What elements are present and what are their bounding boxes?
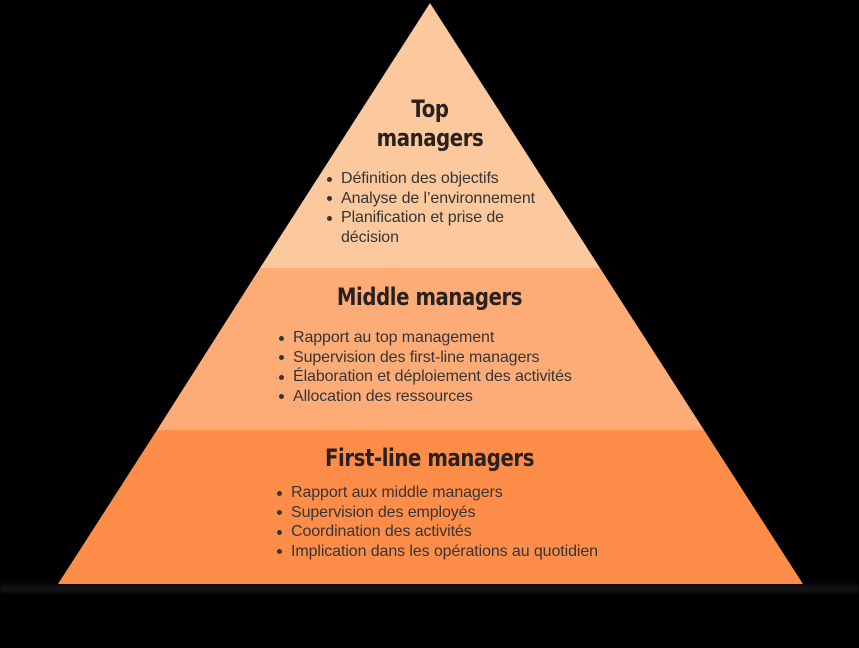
top-managers-bullet-list: Définition des objectifs Analyse de l’en…: [324, 169, 549, 247]
bullet-item: Élaboration et déploiement des activités: [276, 367, 616, 387]
first-line-managers-bullet-list: Rapport aux middle managers Supervision …: [274, 483, 629, 561]
bullet-item: Planification et prise de décision: [324, 208, 549, 247]
bullet-item: Supervision des first-line managers: [276, 348, 616, 368]
bullet-item: Définition des objectifs: [324, 169, 549, 189]
pyramid-level-bottom-shape: [58, 430, 803, 584]
pyramid-base-shadow: [0, 585, 859, 592]
bullet-item: Rapport au top management: [276, 328, 616, 348]
level-title-top-managers: Top managers: [376, 95, 484, 152]
middle-managers-bullet-list: Rapport au top management Supervision de…: [276, 328, 616, 406]
bullet-item: Supervision des employés: [274, 503, 629, 523]
level-title-middle-managers: Middle managers: [336, 283, 523, 311]
bullet-item: Implication dans les opérations au quoti…: [274, 542, 629, 562]
bullet-item: Rapport aux middle managers: [274, 483, 629, 503]
bullet-item: Analyse de l’environnement: [324, 189, 549, 209]
level-title-first-line-managers: First-line managers: [324, 444, 535, 472]
bullet-item: Allocation des ressources: [276, 387, 616, 407]
pyramid-level-middle-shape: [157, 268, 704, 430]
bullet-item: Coordination des activités: [274, 522, 629, 542]
pyramid-level-top-shape: [260, 3, 600, 268]
